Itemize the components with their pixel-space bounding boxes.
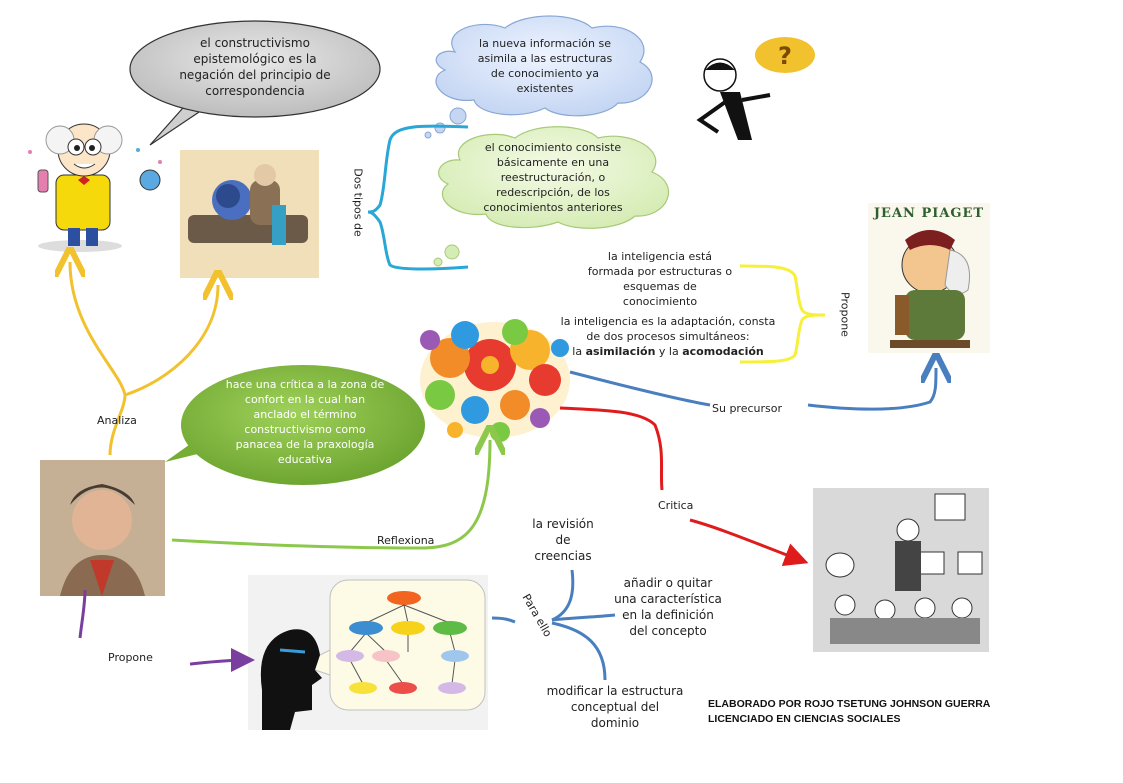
piaget-asimilacion: asimilación [585,345,656,358]
revision-creencias-text: la revisión de creencias [532,517,594,563]
green-cloud-text: el conocimiento consiste básicamente en … [483,141,623,214]
piaget-acomodacion: acomodación [682,345,764,358]
dos-tipos-label: Dos tipos de [351,168,365,237]
svg-text:?: ? [778,42,792,70]
critica-label: Critica [658,499,694,512]
head-concept-diagram-image [248,575,488,730]
piaget-text-2: la inteligencia es la adaptación, consta… [558,314,778,359]
analiza-label: Analiza [97,414,137,427]
credit-line-1: ELABORADO POR ROJO TSETUNG JOHNSON GUERR… [708,698,991,710]
anadir-quitar-text: añadir o quitar una característica en la… [614,576,722,638]
gray-bubble-text: el constructivismo epistemológico es la … [179,36,331,98]
jean-piaget-image [868,203,990,353]
piaget-text-2-a: la inteligencia es la adaptación, consta… [560,315,776,343]
propone-left-label: Propone [108,651,153,664]
green-speech-text: hace una crítica a la zona de confort en… [225,378,385,466]
brain-gears-image [420,319,570,442]
therapy-couch-image [180,150,319,278]
propone-right-label: Propone [838,292,852,337]
green-thought-cloud [433,126,670,267]
connectors [70,124,936,681]
piaget-text-2-mid: y la [658,345,679,358]
blue-cloud-text: la nueva información se asimila a las es… [477,37,613,95]
credit-line-2: LICENCIADO EN CIENCIAS SOCIALES [708,713,901,725]
piaget-banner: JEAN PIAGET [873,206,985,221]
modificar-estructura-text: modificar la estructura conceptual del d… [546,684,684,730]
thinking-man-cartoon: ? [696,37,815,140]
author-photo [40,460,165,596]
author-credit: ELABORADO POR ROJO TSETUNG JOHNSON GUERR… [708,697,1008,727]
piaget-text-2-pre: la [572,345,583,358]
scientist-cartoon [28,123,162,252]
blue-thought-cloud [424,15,653,139]
classroom-cartoon-image [813,488,989,652]
su-precursor-label: Su precursor [712,402,783,415]
piaget-text-1: la inteligencia está formada por estruct… [587,250,733,308]
reflexiona-label: Reflexiona [377,534,435,547]
gray-speech-bubble [129,20,381,146]
green-speech-bubble [165,365,425,485]
